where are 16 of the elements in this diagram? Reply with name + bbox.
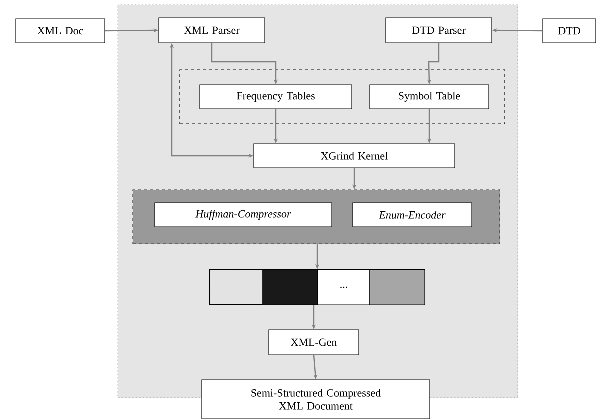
process-box: DTD bbox=[542, 18, 596, 44]
empty-box bbox=[180, 70, 506, 124]
process-box: DTD Parser bbox=[386, 18, 492, 44]
process-box: Enum-Encoder bbox=[352, 202, 472, 228]
strip-cell bbox=[262, 270, 318, 306]
process-box: Huffman-Compressor bbox=[154, 202, 332, 228]
process-box: XGrind Kernel bbox=[254, 144, 456, 168]
process-box: XML-Gen bbox=[268, 330, 360, 356]
process-box: XML Doc bbox=[16, 18, 106, 44]
process-box: Semi-Structured Compressed XML Document bbox=[202, 380, 430, 420]
process-box: Symbol Table bbox=[370, 84, 490, 110]
process-box: Frequency Tables bbox=[200, 84, 352, 110]
process-box: ... bbox=[318, 270, 370, 306]
strip-cell bbox=[370, 270, 426, 306]
process-box: XML Parser bbox=[158, 18, 266, 44]
strip-cell bbox=[210, 270, 264, 306]
